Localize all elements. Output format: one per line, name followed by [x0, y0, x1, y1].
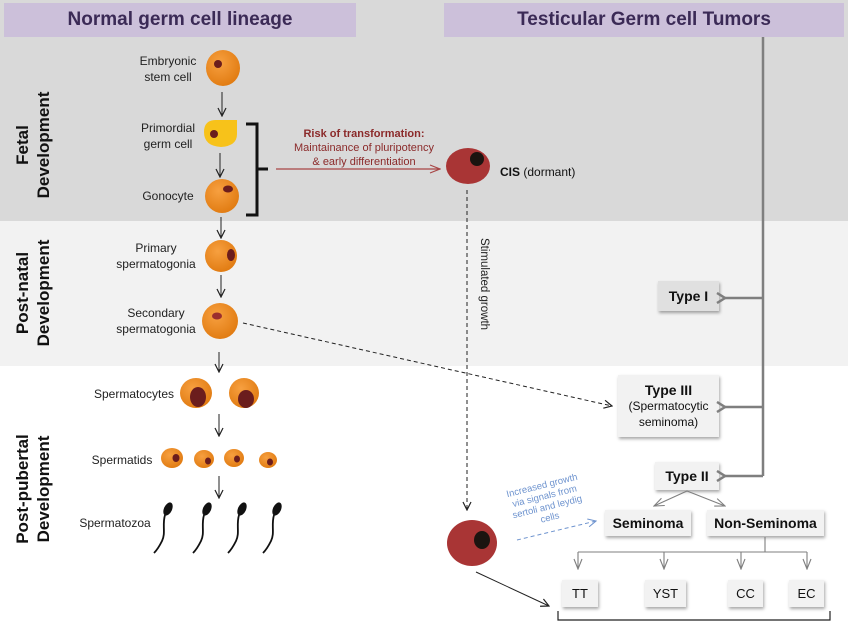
arrow-type2-to-seminoma [654, 490, 688, 506]
nonseminoma-tree [578, 537, 807, 553]
label-spermatozoa: Spermatozoa [79, 516, 151, 530]
spermatozoon-4 [262, 502, 282, 554]
cis-bold: CIS [500, 165, 521, 179]
label-primary-spermatogonia: Primary spermatogonia [108, 240, 204, 272]
risk-title: Risk of transformation: [303, 128, 425, 140]
label-line: germ cell [143, 137, 193, 151]
subtype-cc-box[interactable]: CC [728, 580, 763, 607]
spermatocyte-cell-1 [180, 378, 212, 408]
label-embryonic-stem-cell: Embryonic stem cell [128, 53, 208, 85]
spermatid-cell-1 [161, 448, 183, 468]
type3-line2: seminoma) [638, 415, 699, 429]
label-spermatocytes: Spermatocytes [93, 387, 175, 401]
secondary-spermatogonia-cell [202, 303, 238, 339]
seminoma-box[interactable]: Seminoma [605, 510, 691, 536]
label-spermatids: Spermatids [91, 453, 153, 467]
type3-title: Type III [644, 382, 693, 398]
primary-spermatogonia-cell [205, 240, 237, 272]
label-line: Primary [135, 241, 177, 255]
type1-box[interactable]: Type I [658, 281, 719, 311]
spermatid-cell-3 [224, 449, 244, 467]
subtype-yst-box[interactable]: YST [645, 580, 686, 607]
label-gonocyte: Gonocyte [142, 189, 194, 203]
header-tumors: Testicular Germ cell Tumors [444, 3, 844, 37]
subtypes-bracket [557, 611, 831, 621]
label-line: stem cell [144, 70, 192, 84]
fetal-bracket [246, 122, 268, 217]
label-primordial-germ-cell: Primordial germ cell [128, 120, 208, 152]
spermatid-cell-4 [259, 452, 277, 468]
label-line: Embryonic [139, 54, 197, 68]
cis-cell [446, 148, 490, 184]
label-line: spermatogonia [116, 257, 196, 271]
spermatid-cell-2 [194, 450, 214, 468]
spermatocyte-cell-2 [229, 378, 259, 408]
type2-box[interactable]: Type II [655, 462, 719, 490]
label-line: Secondary [127, 306, 185, 320]
primordial-germ-cell [204, 120, 237, 147]
non-seminoma-box[interactable]: Non-Seminoma [707, 510, 824, 536]
type3-box[interactable]: Type III (Spermatocytic seminoma) [618, 375, 719, 437]
spermatogonia-to-type3-arrow [242, 322, 612, 406]
label-line: Primordial [140, 121, 195, 135]
label-secondary-spermatogonia: Secondary spermatogonia [108, 305, 204, 337]
label-line: spermatogonia [116, 322, 196, 336]
risk-of-transformation: Risk of transformation: Maintainance of … [262, 127, 466, 169]
cis-label: CIS (dormant) [500, 165, 575, 179]
spermatozoon-3 [227, 502, 247, 554]
embryonic-stem-cell [206, 50, 240, 86]
type3-line1: (Spermatocytic [628, 399, 709, 413]
subtype-tt-box[interactable]: TT [562, 580, 598, 607]
spermatozoon-1 [153, 502, 173, 554]
spermatozoon-2 [192, 502, 212, 554]
cis-rest: (dormant) [520, 165, 576, 179]
gonocyte-cell [205, 179, 239, 213]
arrow-type2-to-nonseminoma [686, 490, 725, 506]
header-normal-lineage: Normal germ cell lineage [4, 3, 356, 37]
risk-line1: Maintainance of pluripotency [293, 142, 435, 154]
invasive-to-subtypes-arrow [475, 571, 549, 606]
subtype-ec-box[interactable]: EC [789, 580, 824, 607]
invasive-cell [447, 520, 497, 566]
growth-note-arrow [516, 521, 596, 541]
risk-line2: & early differentiation [312, 156, 416, 168]
